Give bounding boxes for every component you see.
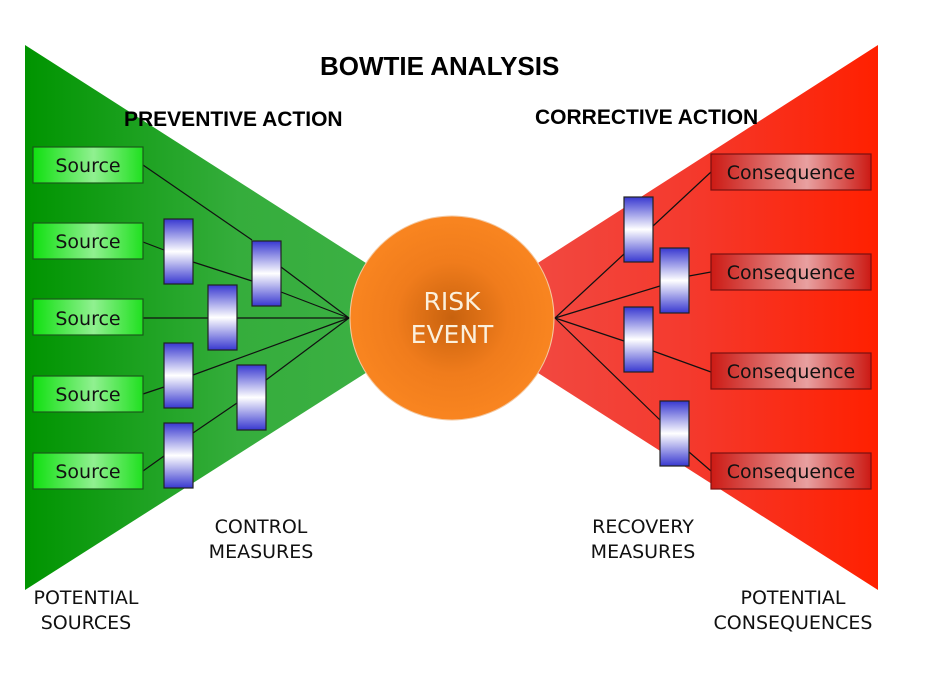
source-label: Source xyxy=(55,384,120,406)
risk-event-circle xyxy=(349,215,555,421)
risk-event-label-line2: EVENT xyxy=(411,320,494,349)
recovery-barrier xyxy=(659,400,690,467)
source-box: Source xyxy=(32,222,144,260)
source-box: Source xyxy=(32,452,144,490)
recovery-barrier xyxy=(623,196,654,263)
source-box: Source xyxy=(32,298,144,336)
control-barrier xyxy=(251,240,282,307)
control-measures-label: CONTROL MEASURES xyxy=(208,516,314,563)
risk-event-label-line1: RISK xyxy=(423,287,481,316)
potential-consequences-label: POTENTIAL CONSEQUENCES xyxy=(713,587,873,634)
consequence-box: Consequence xyxy=(710,452,872,490)
control-measures xyxy=(163,218,282,489)
consequence-label: Consequence xyxy=(727,262,856,284)
source-label: Source xyxy=(55,461,120,483)
consequence-box: Consequence xyxy=(710,153,872,191)
control-barrier xyxy=(163,218,194,285)
control-barrier xyxy=(163,342,194,409)
diagram-title: BOWTIE ANALYSIS xyxy=(320,51,560,81)
source-label: Source xyxy=(55,155,120,177)
consequence-label: Consequence xyxy=(727,162,856,184)
source-box: Source xyxy=(32,146,144,184)
potential-sources-label: POTENTIAL SOURCES xyxy=(33,587,139,634)
consequence-box: Consequence xyxy=(710,352,872,390)
preventive-action-heading: PREVENTIVE ACTION xyxy=(124,108,343,131)
corrective-action-heading: CORRECTIVE ACTION xyxy=(535,106,759,129)
control-barrier xyxy=(163,422,194,489)
preventive-connectors xyxy=(142,164,350,472)
consequence-label: Consequence xyxy=(727,361,856,383)
recovery-barrier xyxy=(659,247,690,314)
source-label: Source xyxy=(55,308,120,330)
recovery-measures-label: RECOVERY MEASURES xyxy=(590,516,696,563)
recovery-barrier xyxy=(623,306,654,373)
consequence-box: Consequence xyxy=(710,253,872,291)
source-list: Source Source Source Source Source xyxy=(32,146,144,490)
source-label: Source xyxy=(55,231,120,253)
control-barrier xyxy=(207,284,238,351)
consequence-list: Consequence Consequence Consequence Cons… xyxy=(710,153,872,490)
consequence-label: Consequence xyxy=(727,461,856,483)
source-box: Source xyxy=(32,375,144,413)
control-barrier xyxy=(236,364,267,431)
recovery-measures xyxy=(623,196,690,467)
corrective-connectors xyxy=(554,171,712,472)
